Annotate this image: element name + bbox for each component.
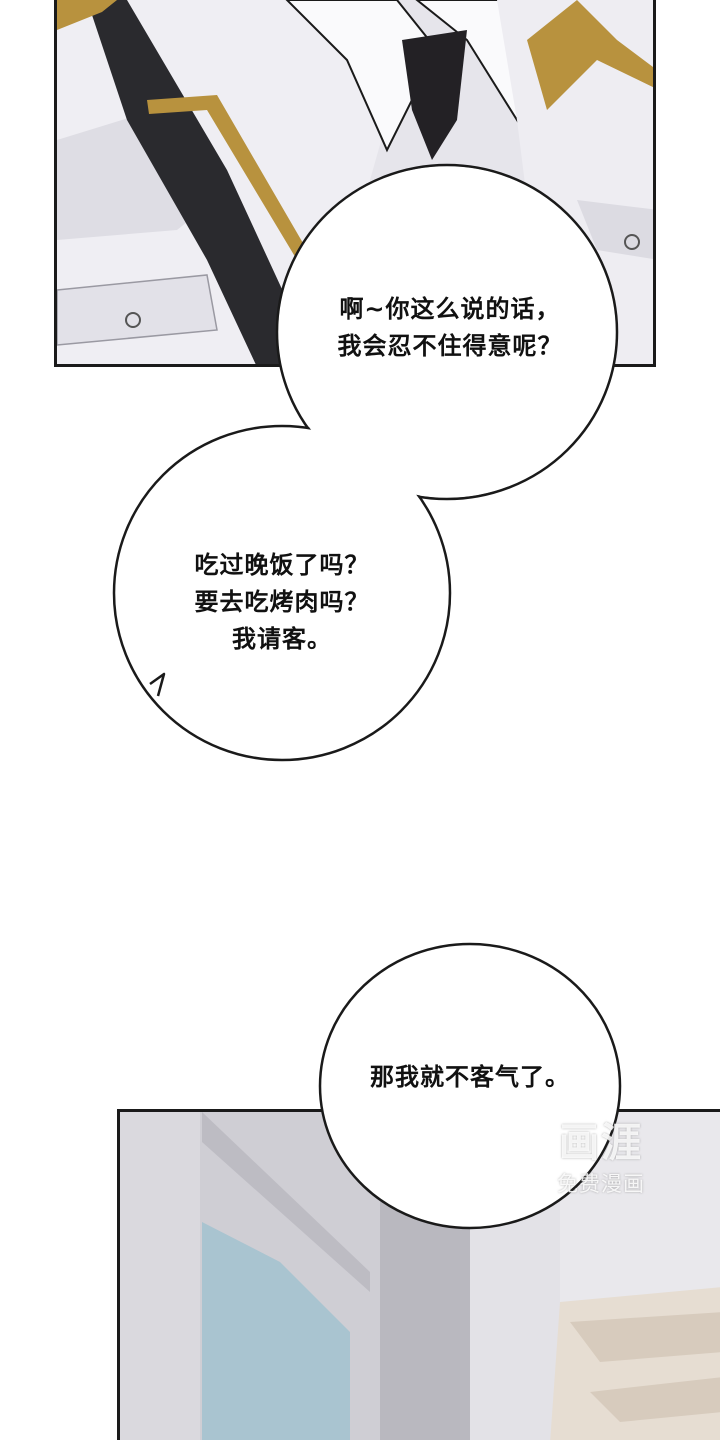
- speech-bubble-3-text: 那我就不客气了。: [330, 1059, 610, 1096]
- bubble-2-line-1: 吃过晚饭了吗？: [194, 551, 370, 579]
- bubble-3-line-1: 那我就不客气了。: [370, 1063, 570, 1091]
- speech-bubble-1-text: 啊~你这么说的话， 我会忍不住得意呢？: [300, 291, 600, 365]
- watermark: 画涯 免费漫画: [536, 1110, 666, 1198]
- speech-bubble-2-text: 吃过晚饭了吗？ 要去吃烤肉吗？ 我请客。: [132, 547, 432, 658]
- bubble-2-line-3: 我请客。: [232, 625, 332, 653]
- bubble-2-line-2: 要去吃烤肉吗？: [194, 588, 370, 616]
- watermark-logo: 画涯: [559, 1120, 643, 1166]
- watermark-subtitle: 免费漫画: [557, 1172, 645, 1196]
- speech-bubble-2-tail: [149, 672, 166, 697]
- bubble-1-line-1: 啊~你这么说的话，: [339, 295, 561, 323]
- bubble-1-line-2: 我会忍不住得意呢？: [337, 332, 563, 360]
